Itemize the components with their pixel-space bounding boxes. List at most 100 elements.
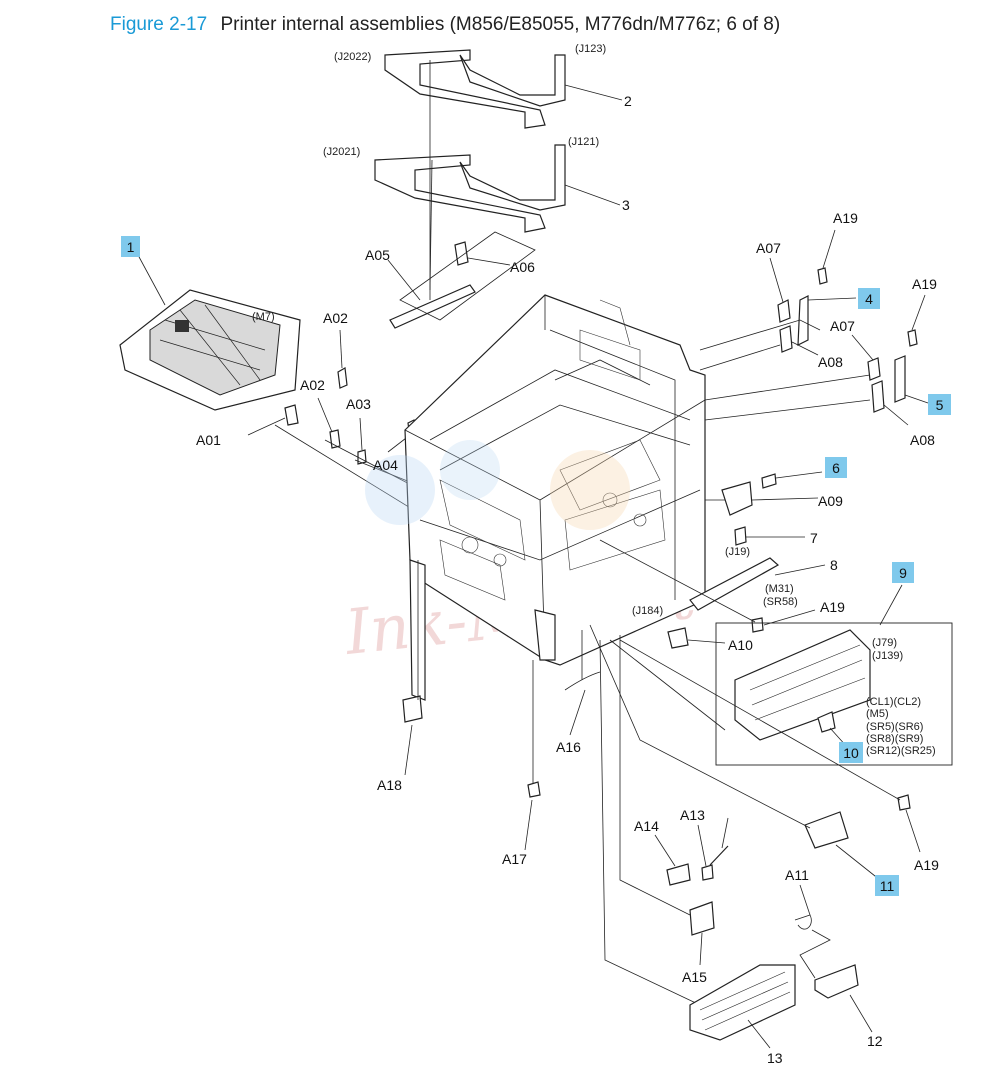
ref-j121: (J121) xyxy=(568,136,599,148)
ref-j123: (J123) xyxy=(575,43,606,55)
ref-sr12-sr25: (SR12)(SR25) xyxy=(866,745,936,757)
label-a17: A17 xyxy=(502,851,527,867)
screw-a19-2 xyxy=(907,329,918,347)
callout-9-label: 9 xyxy=(899,565,907,581)
part-11 xyxy=(804,811,849,849)
callout-4-label: 4 xyxy=(865,291,873,307)
part-a05 xyxy=(389,284,476,329)
ref-sr5-sr6: (SR5)(SR6) xyxy=(866,721,923,733)
main-frame xyxy=(365,294,706,701)
part-4 xyxy=(797,295,809,346)
label-a16: A16 xyxy=(556,739,581,755)
label-a01: A01 xyxy=(196,432,221,448)
ref-j2021: (J2021) xyxy=(323,146,360,158)
callout-9: 9 xyxy=(892,562,914,583)
part-8 xyxy=(689,557,780,611)
label-a10: A10 xyxy=(728,637,753,653)
label-a08-2: A08 xyxy=(910,432,935,448)
ref-j139: (J139) xyxy=(872,650,903,662)
callout-11: 11 xyxy=(875,875,899,896)
part-a09 xyxy=(721,481,753,516)
label-2: 2 xyxy=(624,93,632,109)
label-a19-3: A19 xyxy=(820,599,845,615)
label-a03: A03 xyxy=(346,396,371,412)
label-a07-1: A07 xyxy=(756,240,781,256)
part-a16 xyxy=(564,671,601,691)
callout-5-label: 5 xyxy=(936,397,944,413)
label-8: 8 xyxy=(830,557,838,573)
label-3: 3 xyxy=(622,197,630,213)
label-a02-upper: A02 xyxy=(323,310,348,326)
callout-10-label: 10 xyxy=(843,745,859,761)
part-7 xyxy=(734,526,747,546)
part-a14 xyxy=(666,863,691,886)
part-a06 xyxy=(454,241,469,266)
part-a08-1 xyxy=(779,325,793,353)
label-7: 7 xyxy=(810,530,818,546)
part-13 xyxy=(689,964,796,1041)
figure-title: Figure 2-17 Printer internal assemblies … xyxy=(110,14,780,36)
part-a08-2 xyxy=(871,380,885,413)
label-a13: A13 xyxy=(680,807,705,823)
ref-sr58: (SR58) xyxy=(763,596,798,608)
ref-j79: (J79) xyxy=(872,637,897,649)
part-10 xyxy=(817,711,836,733)
part-6 xyxy=(761,473,777,489)
cable-3 xyxy=(374,144,566,233)
box-9 xyxy=(715,622,953,766)
label-a19-4: A19 xyxy=(914,857,939,873)
label-13: 13 xyxy=(767,1050,783,1066)
label-a15: A15 xyxy=(682,969,707,985)
part-a12 xyxy=(709,845,729,866)
ref-m7: (M7) xyxy=(252,311,275,323)
label-a19-2: A19 xyxy=(912,276,937,292)
label-12-lower: 12 xyxy=(867,1033,883,1049)
ref-sr8-sr9: (SR8)(SR9) xyxy=(866,733,923,745)
callout-11-label: 11 xyxy=(880,878,895,894)
callout-4: 4 xyxy=(858,288,880,309)
figure-caption: Printer internal assemblies (M856/E85055… xyxy=(220,14,781,35)
callout-6-label: 6 xyxy=(832,460,840,476)
part-a10 xyxy=(667,627,689,649)
callout-6: 6 xyxy=(825,457,847,478)
part-a01 xyxy=(284,404,299,426)
ref-m31: (M31) xyxy=(765,583,794,595)
ref-j19: (J19) xyxy=(725,546,750,558)
callout-10: 10 xyxy=(839,742,863,763)
part-a02-upper xyxy=(337,367,348,389)
part-a13 xyxy=(701,864,714,881)
figure-number: Figure 2-17 xyxy=(110,14,208,35)
label-a05: A05 xyxy=(365,247,390,263)
label-a07-2: A07 xyxy=(830,318,855,334)
label-a18: A18 xyxy=(377,777,402,793)
label-a09: A09 xyxy=(818,493,843,509)
screw-a19-1 xyxy=(817,267,828,285)
part-a07-2 xyxy=(867,357,881,381)
label-a11: A11 xyxy=(785,867,809,883)
screw-a19-3 xyxy=(751,617,764,633)
ref-cl1-cl2: (CL1)(CL2) xyxy=(866,696,921,708)
callout-1-label: 1 xyxy=(127,239,135,255)
callout-5: 5 xyxy=(928,394,951,415)
label-a02-lower: A02 xyxy=(300,377,325,393)
ref-j2022: (J2022) xyxy=(334,51,371,63)
label-a14: A14 xyxy=(634,818,659,834)
part-a11 xyxy=(794,914,812,930)
label-a04: A04 xyxy=(373,457,398,473)
part-a17 xyxy=(527,781,541,798)
part-9 xyxy=(734,629,871,741)
part-a18 xyxy=(402,695,423,723)
part-a15 xyxy=(689,901,715,936)
ref-j184: (J184) xyxy=(632,605,663,617)
ref-m5: (M5) xyxy=(866,708,889,720)
part-1-assembly xyxy=(119,289,301,411)
cable-2 xyxy=(384,49,566,129)
label-a08-1: A08 xyxy=(818,354,843,370)
callout-1: 1 xyxy=(121,236,140,257)
label-a19-1: A19 xyxy=(833,210,858,226)
label-a06: A06 xyxy=(510,259,535,275)
part-5 xyxy=(894,355,906,403)
screw-a19-4 xyxy=(897,794,911,811)
part-a07-1 xyxy=(777,299,791,323)
